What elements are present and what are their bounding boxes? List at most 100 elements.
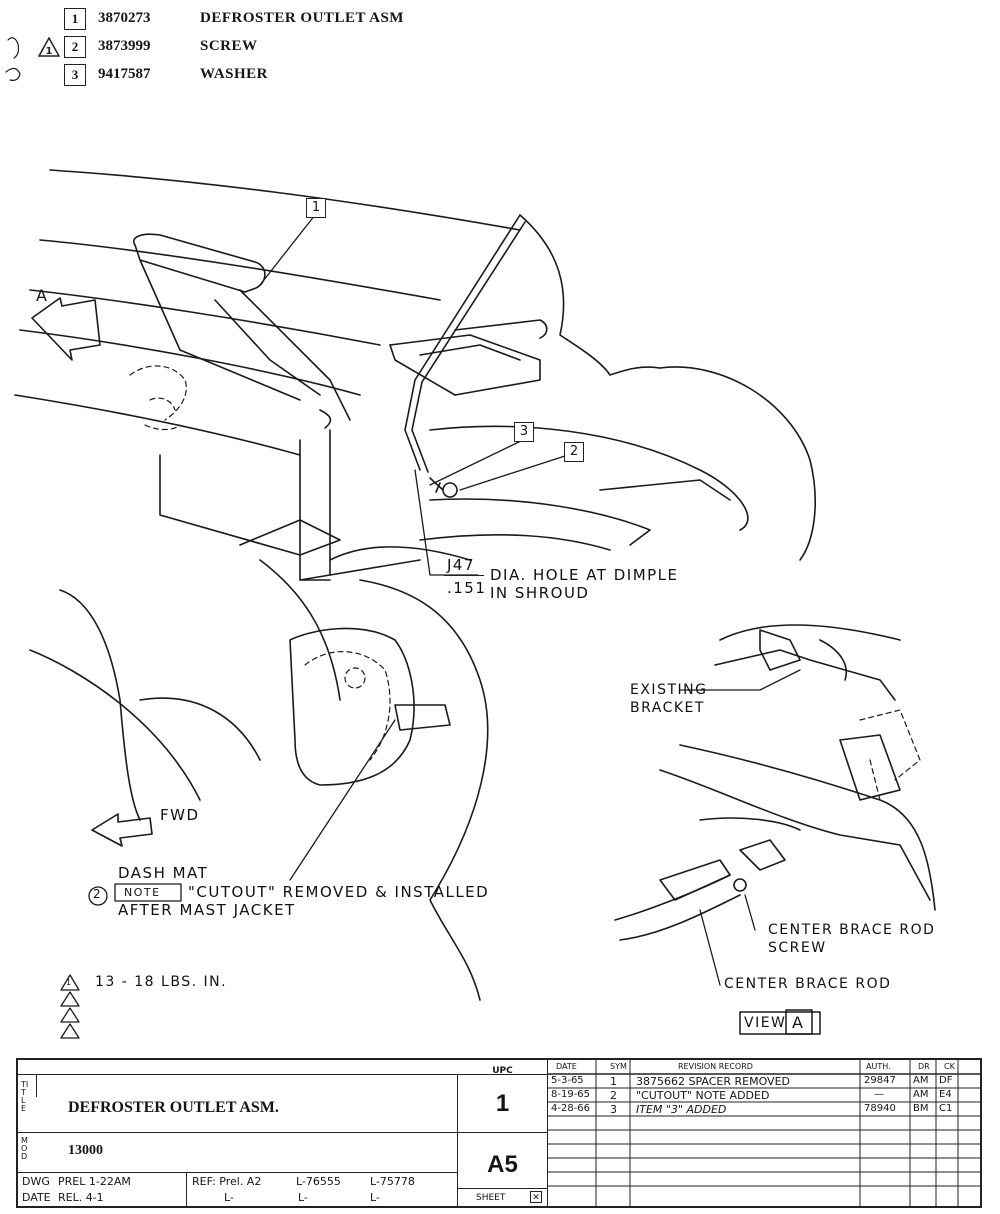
dash-mat-note-line-2: AFTER MAST JACKET (118, 901, 296, 919)
upc-header: UPC (458, 1060, 548, 1076)
model-cell: MOD 13000 (18, 1132, 458, 1172)
lower-structure (29, 559, 489, 1001)
callout-2: 2 (564, 442, 584, 462)
view-box (739, 1009, 821, 1035)
arrow-a-label: A (36, 286, 49, 305)
rev-ck: C1 (939, 1103, 953, 1114)
assembly-drawing (5, 37, 936, 1039)
shroud (239, 519, 471, 581)
part-number: 9417587 (98, 66, 151, 82)
note-box (114, 883, 182, 902)
rev-dr: AM (913, 1075, 929, 1086)
fwd-arrow-icon (91, 813, 153, 847)
dash-mat-label: DASH MAT (118, 864, 209, 882)
defroster-duct-right (389, 319, 548, 396)
item-number-box: 2 (64, 36, 86, 58)
title-cell: TITLE DEFROSTER OUTLET ASM. (18, 1074, 458, 1132)
rev-header-record: REVISION RECORD (678, 1062, 753, 1071)
hole-note-line-2: IN SHROUD (490, 584, 590, 602)
item-number-box: 1 (64, 8, 86, 30)
revision-grid (548, 1060, 980, 1206)
title-label: TITLE (21, 1080, 29, 1113)
hole-size-top: J47 (447, 556, 476, 574)
view-a-hidden (859, 709, 921, 801)
rev-date: 4-28-66 (551, 1103, 591, 1114)
rev-record: 3875662 SPACER REMOVED (636, 1075, 790, 1088)
rev-header-date: DATE (556, 1062, 577, 1071)
note-box-label: NOTE (124, 886, 161, 899)
rev-sym: 3 (610, 1103, 617, 1116)
dash-panel (14, 169, 521, 581)
ref-label: REF: Prel. A2 (192, 1175, 262, 1188)
model-label: MOD (21, 1136, 28, 1161)
title-block: TITLE DEFROSTER OUTLET ASM. MOD 13000 DW… (16, 1058, 982, 1208)
hole-note-line-1: DIA. HOLE AT DIMPLE (490, 566, 679, 584)
torque-spec: 13 - 18 LBS. IN. (95, 974, 228, 990)
existing-bracket-label-2: BRACKET (630, 700, 705, 716)
ref-number-1: L-76555 (296, 1175, 341, 1188)
defroster-outlet (133, 233, 351, 429)
part-description: SCREW (200, 38, 258, 54)
ref-divider (186, 1173, 187, 1207)
rev-record: ITEM "3" ADDED (636, 1103, 727, 1116)
view-label: VIEW (744, 1015, 787, 1031)
date-label: DATE (22, 1191, 51, 1204)
center-brace-rod-screw-label-1: CENTER BRACE ROD (768, 922, 936, 938)
upc-label: UPC (492, 1066, 513, 1076)
rev-auth: — (874, 1089, 884, 1100)
note-circle (88, 886, 108, 906)
upc-cell: 1 (458, 1074, 548, 1132)
rev-dr: BM (913, 1103, 929, 1114)
item-number-box: 3 (64, 64, 86, 86)
center-brace-rod-label: CENTER BRACE ROD (724, 976, 892, 992)
title-divider (36, 1075, 37, 1097)
view-a-detail (614, 624, 936, 941)
hole-size-bottom: .151 (447, 579, 487, 597)
revision-record: DATE SYM REVISION RECORD AUTH. DR CK (548, 1060, 980, 1206)
ref-blank-2: L- (298, 1191, 308, 1204)
sheet-code: A5 (487, 1151, 518, 1178)
rev-ck: DF (939, 1075, 953, 1086)
center-brace-rod-screw-label-2: SCREW (768, 940, 827, 956)
torque-triangle-number: 1 (66, 978, 73, 987)
ref-number-2: L-75778 (370, 1175, 415, 1188)
callout-1: 1 (306, 198, 326, 218)
hidden-outline (129, 365, 187, 431)
torque-triangle-icons (60, 974, 80, 1039)
note-circle-number: 2 (93, 887, 103, 901)
svg-text:1: 1 (46, 46, 53, 57)
dash-mat-note-line-1: "CUTOUT" REMOVED & INSTALLED (188, 883, 490, 901)
callout-3: 3 (514, 422, 534, 442)
sheet-label: SHEET (476, 1193, 506, 1203)
rev-ck: E4 (939, 1089, 952, 1100)
dash-mat-outline (304, 651, 391, 761)
drawing-title: DEFROSTER OUTLET ASM. (68, 1099, 279, 1116)
margin-mark (5, 37, 21, 81)
rev-auth: 78940 (864, 1103, 896, 1114)
torque-triangle-icon: 1 (38, 37, 60, 57)
ref-blank-3: L- (370, 1191, 380, 1204)
rev-header-dr: DR (918, 1062, 930, 1071)
part-number: 3870273 (98, 10, 151, 26)
rev-dr: AM (913, 1089, 929, 1100)
ref-blank-1: L- (224, 1191, 234, 1204)
sheet-check-icon: ✕ (530, 1191, 542, 1203)
view-a-arrow-icon (31, 297, 101, 361)
rev-date: 8-19-65 (551, 1089, 591, 1100)
fraction-bar (444, 575, 484, 576)
rev-header-auth: AUTH. (866, 1062, 891, 1071)
sheet-cell: SHEET ✕ (458, 1188, 548, 1206)
upc-value: 1 (495, 1090, 510, 1117)
view-letter: A (792, 1013, 805, 1032)
reference-cell: DWG PREL 1-22AM DATE REL. 4-1 REF: Prel.… (18, 1172, 458, 1207)
part-description: DEFROSTER OUTLET ASM (200, 10, 404, 26)
sheet-code-cell: A5 (458, 1132, 548, 1188)
existing-bracket-label-1: EXISTING (630, 682, 708, 698)
rev-sym: 2 (610, 1089, 617, 1102)
dwg-label: DWG (22, 1175, 50, 1188)
screw-icon (429, 477, 458, 498)
part-number: 3873999 (98, 38, 151, 54)
dwg-value: PREL 1-22AM (58, 1175, 131, 1188)
rev-auth: 29847 (864, 1075, 896, 1086)
rev-header-sym: SYM (610, 1062, 627, 1071)
